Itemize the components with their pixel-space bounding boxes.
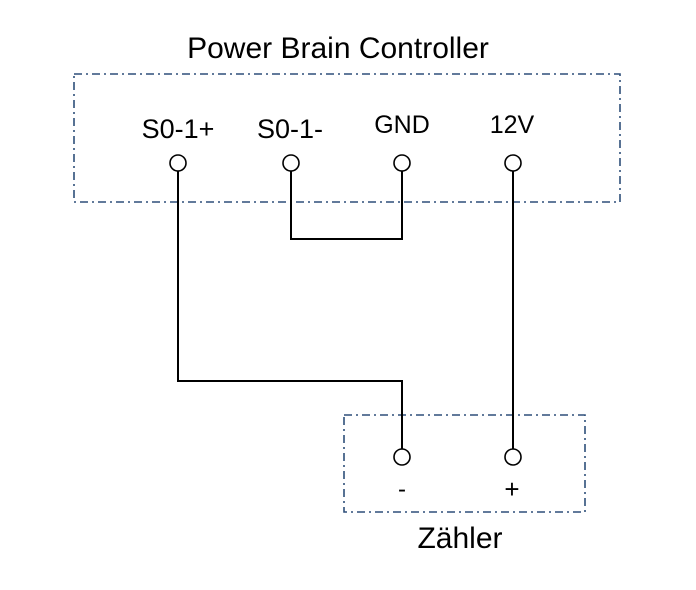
terminal-meter-minus <box>393 448 411 466</box>
meter-terminal-label-plus: + <box>504 474 520 504</box>
wire-s0-plus-to-meter-minus <box>177 171 403 449</box>
meter-terminal-label-minus: - <box>398 476 406 503</box>
meter-title: Zähler <box>417 522 503 555</box>
terminal-label-s0-plus: S0-1+ <box>141 114 215 144</box>
terminal-meter-plus <box>504 448 522 466</box>
terminal-s0-minus <box>282 154 300 172</box>
terminal-label-s0-minus: S0-1- <box>256 114 324 144</box>
terminal-label-gnd: GND <box>374 111 430 139</box>
controller-box <box>73 73 621 203</box>
meter-box <box>343 414 586 513</box>
controller-title: Power Brain Controller <box>187 32 489 65</box>
terminal-12v <box>504 154 522 172</box>
terminal-label-12v: 12V <box>489 111 535 139</box>
terminal-s0-plus <box>169 154 187 172</box>
wire-s0-minus-to-gnd <box>290 171 403 240</box>
terminal-gnd <box>393 154 411 172</box>
